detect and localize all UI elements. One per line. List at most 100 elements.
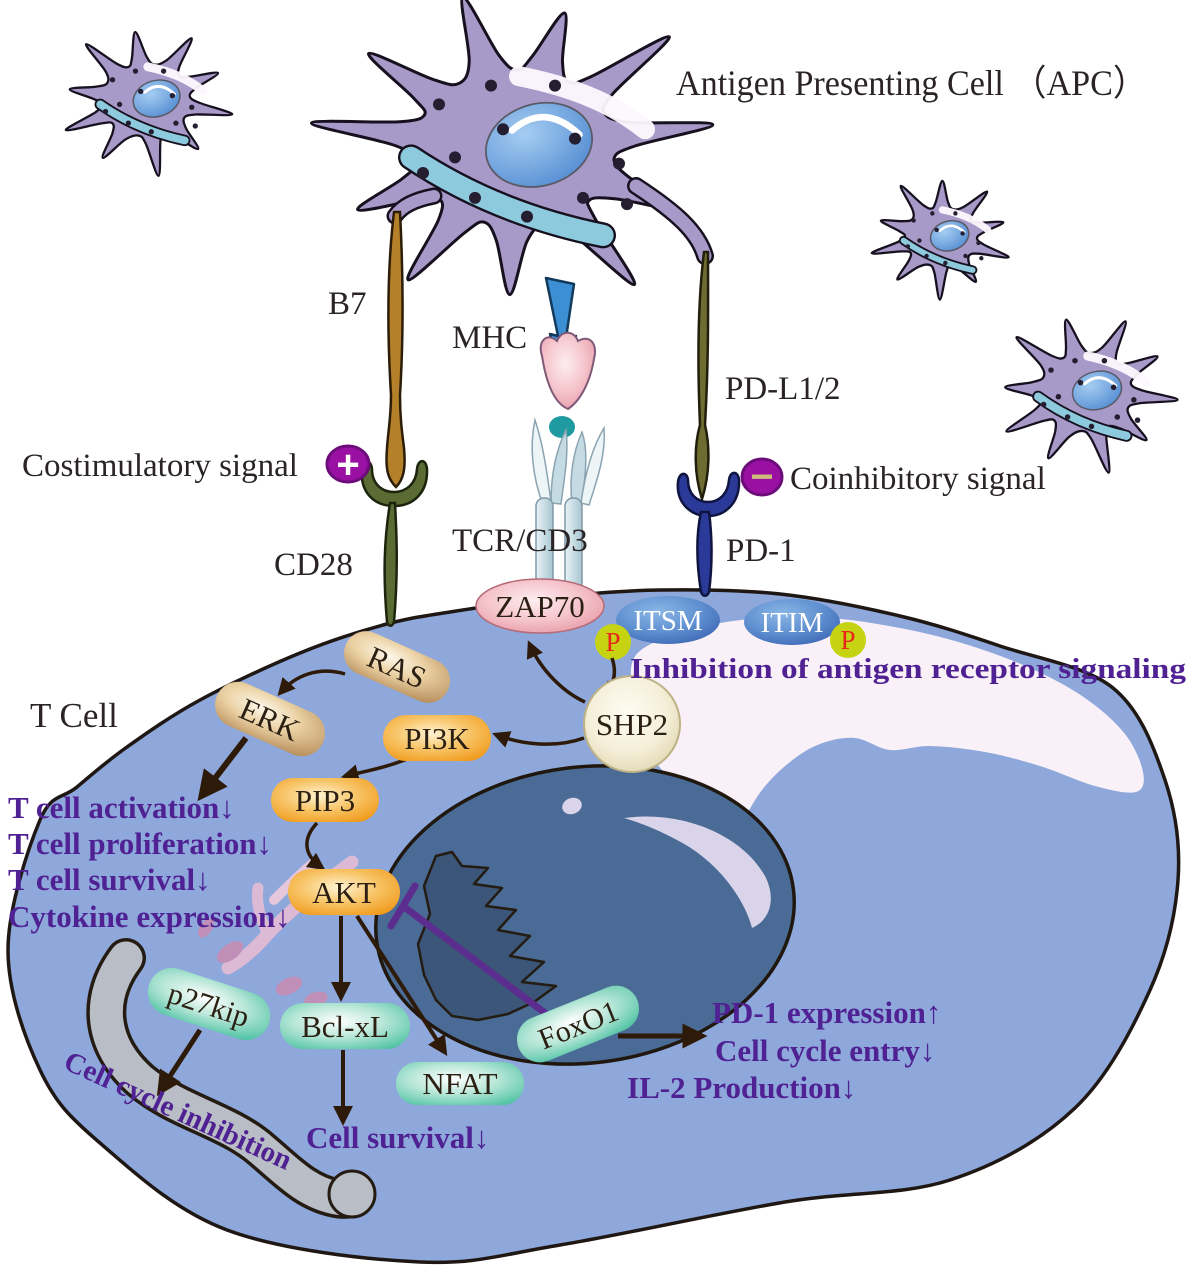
nucleus-highlight: [624, 816, 771, 928]
apc-granule: [192, 123, 198, 129]
apc-highlight: [509, 66, 655, 140]
outcome-proliferation: T cell proliferation↓: [8, 826, 272, 861]
signal-arrows: [156, 640, 708, 1126]
apc-granule: [976, 240, 981, 246]
apc-granule: [917, 238, 922, 243]
apc-granule: [613, 157, 625, 170]
apc-granule: [109, 77, 116, 83]
apc-granule: [911, 218, 916, 223]
tcr-outer-arm-right: [580, 425, 606, 506]
apc-granule: [569, 132, 581, 145]
apc-granule: [953, 211, 958, 216]
apc-granule: [1134, 417, 1141, 423]
apc-granule: [960, 231, 965, 236]
apc-arm: [629, 179, 712, 263]
pd1-receptor-cup: [676, 471, 741, 518]
itim-motif: [744, 599, 840, 645]
apc-granule: [930, 211, 935, 216]
apc-granule: [173, 120, 179, 126]
coinhibitory-label: Coinhibitory signal: [790, 461, 1046, 497]
apc-granule: [148, 129, 154, 135]
apc-granule: [1040, 401, 1047, 408]
cell-cycle-ribbon: [86, 938, 377, 1219]
arrow-p27-ribbon: [156, 1028, 203, 1097]
phospho-circle-itsm: [595, 624, 631, 660]
pi3k-label: PI3K: [404, 721, 470, 756]
apc-granule: [943, 260, 948, 266]
apc-granule: [433, 98, 445, 111]
apc-granule: [1055, 393, 1062, 400]
coinhibitory-minus-badge: [740, 457, 784, 497]
plus-icon: +: [336, 443, 359, 487]
outcome-pd1-expression: PD-1 expression↑: [712, 995, 941, 1030]
tcr-cd3-label: TCR/CD3: [452, 523, 588, 559]
cd28-label: CD28: [274, 547, 353, 583]
apc-granule: [1131, 397, 1137, 403]
outcome-survival: T cell survival↓: [8, 862, 211, 897]
apc-granule: [497, 123, 509, 136]
apc-granule: [417, 166, 429, 179]
apc-title: Antigen Presenting Cell （APC）: [676, 63, 1147, 103]
apc-granule: [1064, 414, 1071, 420]
apc-granule: [1077, 379, 1084, 386]
pd1-label: PD-1: [726, 533, 796, 569]
erk-pill: [215, 681, 325, 757]
apc-granule: [549, 79, 561, 92]
tcr-cd3-complex: [531, 417, 606, 597]
apc-granule: [979, 256, 984, 261]
tcr-outer-arm-left: [531, 417, 552, 506]
apc-granule: [1048, 367, 1054, 373]
pd1-stalk: [696, 510, 713, 597]
minus-icon: −: [750, 455, 773, 499]
pip3-label: PIP3: [295, 783, 355, 818]
nfat-pill: [396, 1062, 524, 1105]
nucleus-highlight-dot: [562, 797, 582, 815]
apc-nucleus-shine: [508, 113, 583, 138]
apc-granule: [924, 253, 929, 259]
apc-band: [1034, 392, 1131, 440]
itsm-label: ITSM: [633, 605, 702, 637]
arrow-ras-erk: [277, 669, 346, 696]
apc-granule: [132, 68, 139, 74]
apc-band: [900, 237, 976, 273]
tcr-inner-arm-left: [550, 427, 568, 505]
zap70-pill: [475, 578, 605, 634]
pink-leaf: [216, 941, 244, 963]
bclxl-label: Bcl-xL: [301, 1009, 389, 1044]
cd28-stalk: [383, 501, 398, 627]
apc-granule: [469, 191, 481, 204]
apc-granule: [189, 104, 195, 110]
apc-granule: [934, 227, 939, 233]
zap70-label: ZAP70: [495, 589, 585, 624]
inhibition-caption: Inhibition of antigen receptor signaling: [630, 653, 1187, 685]
apc-granule: [1101, 357, 1108, 364]
phospho-label-itim: P: [840, 625, 855, 655]
mhc-label: MHC: [452, 320, 527, 356]
t-cell-inner-blob: [630, 616, 1144, 929]
pink-leaf: [198, 918, 214, 938]
ras-pill: [343, 631, 451, 703]
phospho-label-itsm: P: [605, 627, 620, 657]
apc-granule: [1114, 414, 1121, 420]
apc-granule: [905, 244, 911, 249]
apc-nucleus-shine: [1083, 376, 1118, 388]
arrow-erk-outcomes: [197, 736, 249, 802]
shp2-circle: [583, 675, 681, 773]
apc-granule: [138, 88, 144, 94]
apc-band: [96, 100, 189, 145]
arrow-pip3-akt: [305, 821, 326, 871]
apc-granule: [116, 101, 123, 107]
chromatin: [416, 850, 558, 1022]
apc-highlight: [143, 62, 208, 96]
pink-leaf: [275, 976, 303, 996]
apc-cell-right-upper: [870, 179, 1010, 301]
apc-granule: [169, 93, 176, 99]
pd-l12-label: PD-L1/2: [725, 371, 841, 407]
apc-granule: [102, 108, 109, 115]
apc-granule: [577, 191, 589, 204]
t-cell-label: T Cell: [30, 696, 118, 735]
t-cell-nucleus: [374, 764, 796, 1066]
p27kip-pill: [147, 967, 271, 1041]
itsm-motif: [616, 596, 720, 644]
